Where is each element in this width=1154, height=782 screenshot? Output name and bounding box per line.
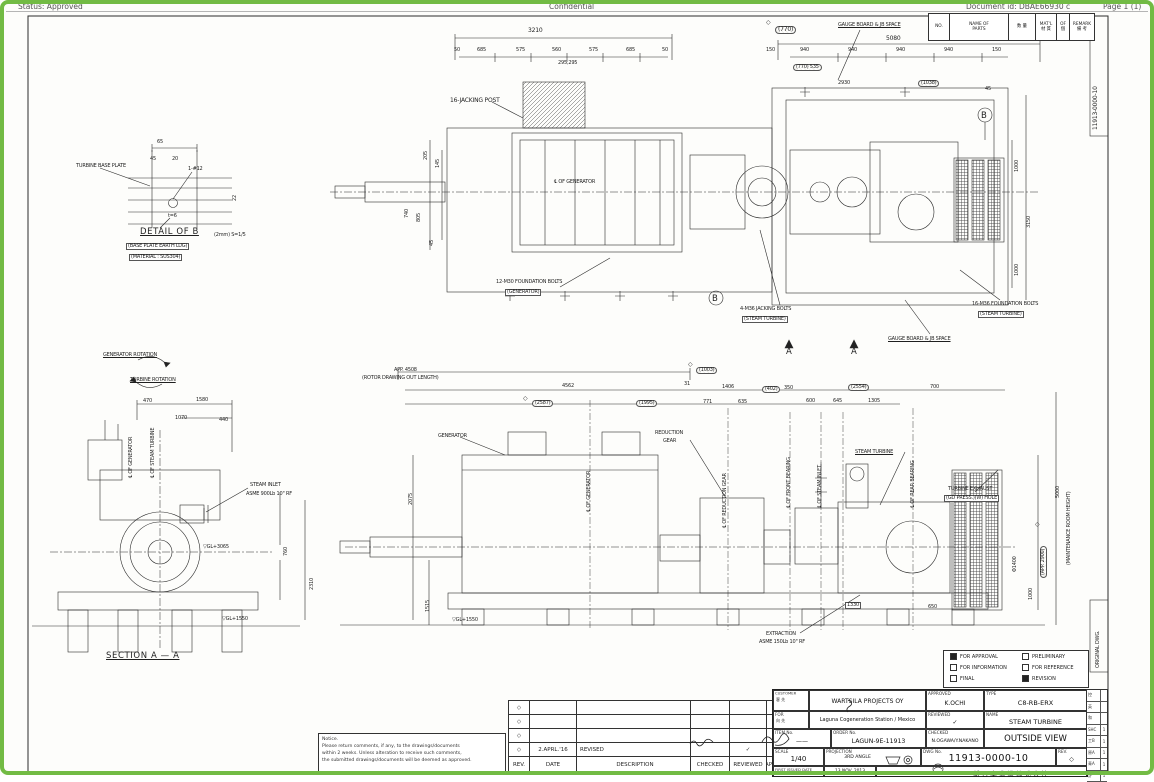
signature-marks xyxy=(0,0,1154,775)
document-page: Status: Approved Confidential Document i… xyxy=(0,0,1154,775)
